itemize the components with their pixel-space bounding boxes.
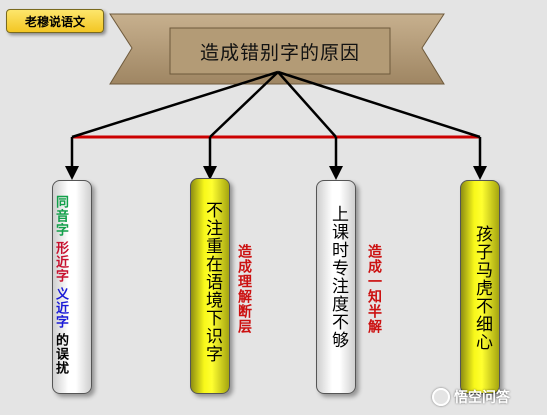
diag-line-2: [209, 71, 279, 138]
box2-note: 造成理解断层: [236, 244, 252, 334]
box1-line-homophones: 同音字: [53, 195, 68, 237]
banner-title: 造成错别字的原因: [199, 41, 360, 64]
cause-box-attention: 上课时专注度不够: [316, 180, 356, 394]
diag-line-4: [277, 70, 481, 139]
box2-text: 不注重在语境下识字: [202, 201, 222, 363]
box4-text: 孩子马虎不细心: [472, 225, 492, 351]
arrow-head-1: [65, 166, 79, 180]
arrow-head-3: [329, 166, 343, 180]
box3-note: 造成一知半解: [366, 244, 382, 334]
watermark-text: 悟空问答: [454, 390, 510, 406]
arrow-head-2: [203, 166, 217, 180]
cause-box-context: 不注重在语境下识字: [190, 178, 230, 394]
box1-line-similar-shape: 形近字: [53, 241, 68, 283]
box3-text: 上课时专注度不够: [328, 205, 348, 349]
banner-plate: [169, 27, 391, 75]
channel-tag: 老穆说语文: [6, 9, 104, 33]
diag-line-1: [71, 70, 279, 139]
arrow-head-4: [473, 166, 487, 180]
box1-line-interference: 的误扰: [53, 333, 68, 375]
cause-box-homophones: 同音字 形近字 义近字 的误扰: [52, 180, 92, 394]
diag-line-3: [277, 71, 337, 138]
watermark: 悟空问答: [432, 385, 544, 409]
cause-box-carelessness: 孩子马虎不细心: [460, 180, 500, 394]
wukong-logo-icon: [432, 388, 450, 406]
box1-line-similar-meaning: 义近字: [53, 287, 68, 329]
